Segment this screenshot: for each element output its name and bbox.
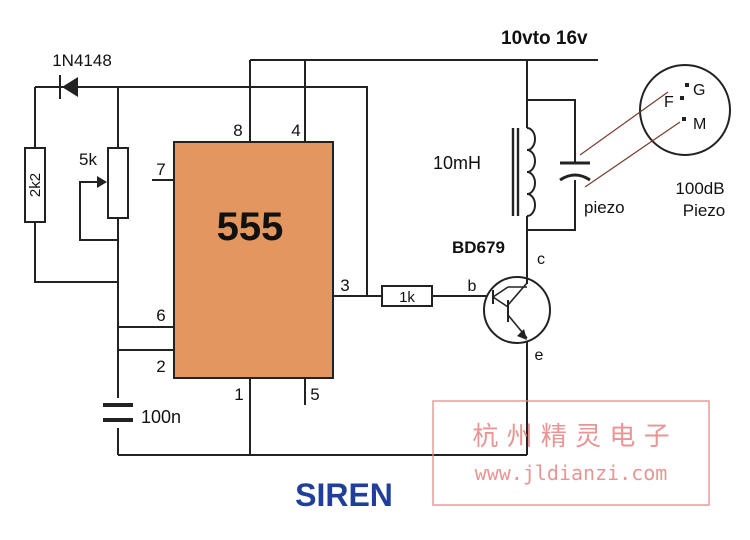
- ic-555: 555 8 4 7 6 2 3 1 5: [156, 121, 349, 404]
- inductor-coil: [526, 127, 536, 217]
- diode-line: [35, 86, 368, 296]
- pin-b-label: b: [468, 278, 477, 295]
- inductor-label: 10mH: [433, 153, 481, 173]
- diode-symbol: [62, 77, 78, 97]
- transistor-envelope: [483, 276, 551, 344]
- terminal-m-dot: [682, 117, 686, 121]
- pin-2-label: 2: [156, 357, 165, 376]
- terminal-g-label: G: [693, 82, 705, 99]
- pin-7-label: 7: [156, 160, 165, 179]
- pin-c-label: c: [537, 251, 545, 268]
- coil-bottom-lead: [527, 180, 576, 231]
- schematic-title: SIREN: [295, 477, 393, 513]
- ic-555-body: [173, 141, 334, 379]
- cap-gap: [106, 398, 132, 428]
- pin-6-label: 6: [156, 306, 165, 325]
- pot-wiper-arrow: [97, 176, 107, 188]
- watermark-frame: [432, 400, 710, 506]
- pot-body: [107, 147, 129, 219]
- piezo-lead-f: [579, 91, 669, 156]
- resistor-1k-label: 1k: [399, 289, 415, 306]
- terminal-f-label: F: [664, 94, 674, 111]
- transistor-bd679: BD679 b c e: [452, 238, 551, 364]
- wiring: [34, 59, 598, 456]
- pin-3-label: 3: [340, 276, 349, 295]
- piezo-rating-label: 100dB: [675, 179, 724, 198]
- pin-1-label: 1: [234, 385, 243, 404]
- watermark: 杭 州 精 灵 电 子 www.jldianzi.com: [432, 400, 710, 506]
- potentiometer-5k: 5k: [79, 147, 129, 219]
- terminal-m-label: M: [693, 116, 706, 133]
- pot-label: 5k: [79, 150, 97, 169]
- darlington-emitter-1: [492, 296, 509, 308]
- resistor-2k2-label: 2k2: [27, 173, 44, 197]
- resistor-1k: 1k: [381, 285, 433, 307]
- emitter-arrow: [517, 329, 527, 340]
- darlington-collector-1: [492, 286, 509, 298]
- supply-label: 10vto 16v: [501, 28, 588, 49]
- piezo-cap-label: piezo: [584, 198, 625, 217]
- transistor-label: BD679: [452, 238, 505, 257]
- watermark-url: www.jldianzi.com: [475, 461, 668, 485]
- piezo-name-label: Piezo: [683, 201, 726, 220]
- piezo-buzzer: G F M 100dB Piezo: [579, 64, 731, 220]
- left-branch-low: [34, 222, 118, 283]
- watermark-chinese: 杭 州 精 灵 电 子: [472, 422, 669, 452]
- pin-8-label: 8: [233, 121, 242, 140]
- supply-to-coil: [526, 60, 576, 158]
- diode-label: 1N4148: [52, 51, 112, 70]
- ic-555-label: 555: [217, 205, 284, 249]
- pin-e-label: e: [535, 347, 544, 364]
- capacitor-100n: 100n: [103, 398, 181, 428]
- terminal-f-dot: [680, 96, 684, 100]
- piezo-capacitor: piezo: [559, 158, 625, 217]
- inductor-10mh: 10mH: [433, 127, 536, 217]
- cap-100n-label: 100n: [141, 407, 181, 427]
- pin-5-label: 5: [310, 385, 319, 404]
- terminal-g-dot: [685, 83, 689, 87]
- piezo-buzzer-body: [639, 64, 731, 156]
- resistor-1k-body: [381, 285, 433, 307]
- diode-1n4148: 1N4148: [52, 51, 112, 99]
- piezo-lead-m: [584, 121, 681, 188]
- pot-wiper-loop: [79, 181, 118, 241]
- piezo-plate-bottom: [559, 173, 591, 182]
- resistor-2k2-body: [24, 147, 46, 223]
- resistor-2k2: 2k2: [24, 147, 46, 223]
- pin-4-label: 4: [291, 121, 300, 140]
- darlington-collector-2: [507, 282, 528, 306]
